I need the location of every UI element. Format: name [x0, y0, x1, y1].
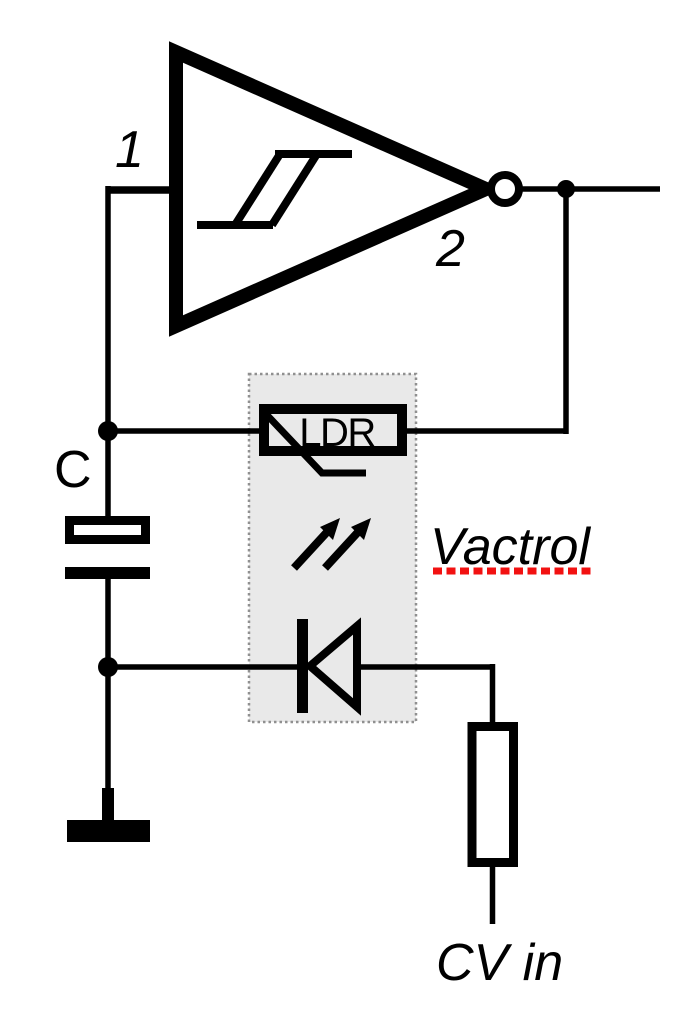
light-arrows-icon [291, 518, 371, 571]
inverter-triangle [169, 41, 504, 337]
ldr-label: LDR [299, 411, 375, 455]
ldr: LDR [259, 404, 407, 477]
hysteresis-icon [197, 150, 352, 229]
ldr-strike-line [263, 411, 366, 477]
hysteresis-slant-left [231, 151, 284, 228]
capacitor-plate-top [65, 516, 150, 544]
led [297, 617, 361, 716]
vactrol-box [247, 372, 418, 724]
junction-dot-output [557, 180, 575, 198]
light-arrow-2 [322, 518, 371, 571]
led-triangle [303, 617, 361, 716]
ground-stub [102, 788, 114, 822]
wires [105, 186, 660, 924]
light-arrow-1 [291, 518, 340, 571]
led-cathode-bar [297, 619, 308, 713]
vactrol-label: Vactrol [430, 518, 591, 576]
ground-icon [67, 788, 150, 842]
junction-dots [98, 180, 575, 677]
schmitt-inverter [169, 41, 523, 337]
capacitor-plate-bottom [65, 567, 150, 579]
pin1-label: 1 [115, 121, 144, 179]
inverting-bubble-icon [487, 171, 523, 207]
junction-dot-input [98, 421, 118, 441]
cv-in-label: CV in [436, 934, 563, 992]
pin2-label: 2 [435, 220, 465, 278]
capacitor-label: C [54, 441, 92, 499]
ground-bar [67, 820, 150, 842]
hysteresis-slant-right [268, 151, 321, 228]
cv-resistor [467, 722, 518, 867]
ldr-body [259, 404, 407, 456]
junction-dot-ground [98, 657, 118, 677]
capacitor [65, 516, 150, 579]
